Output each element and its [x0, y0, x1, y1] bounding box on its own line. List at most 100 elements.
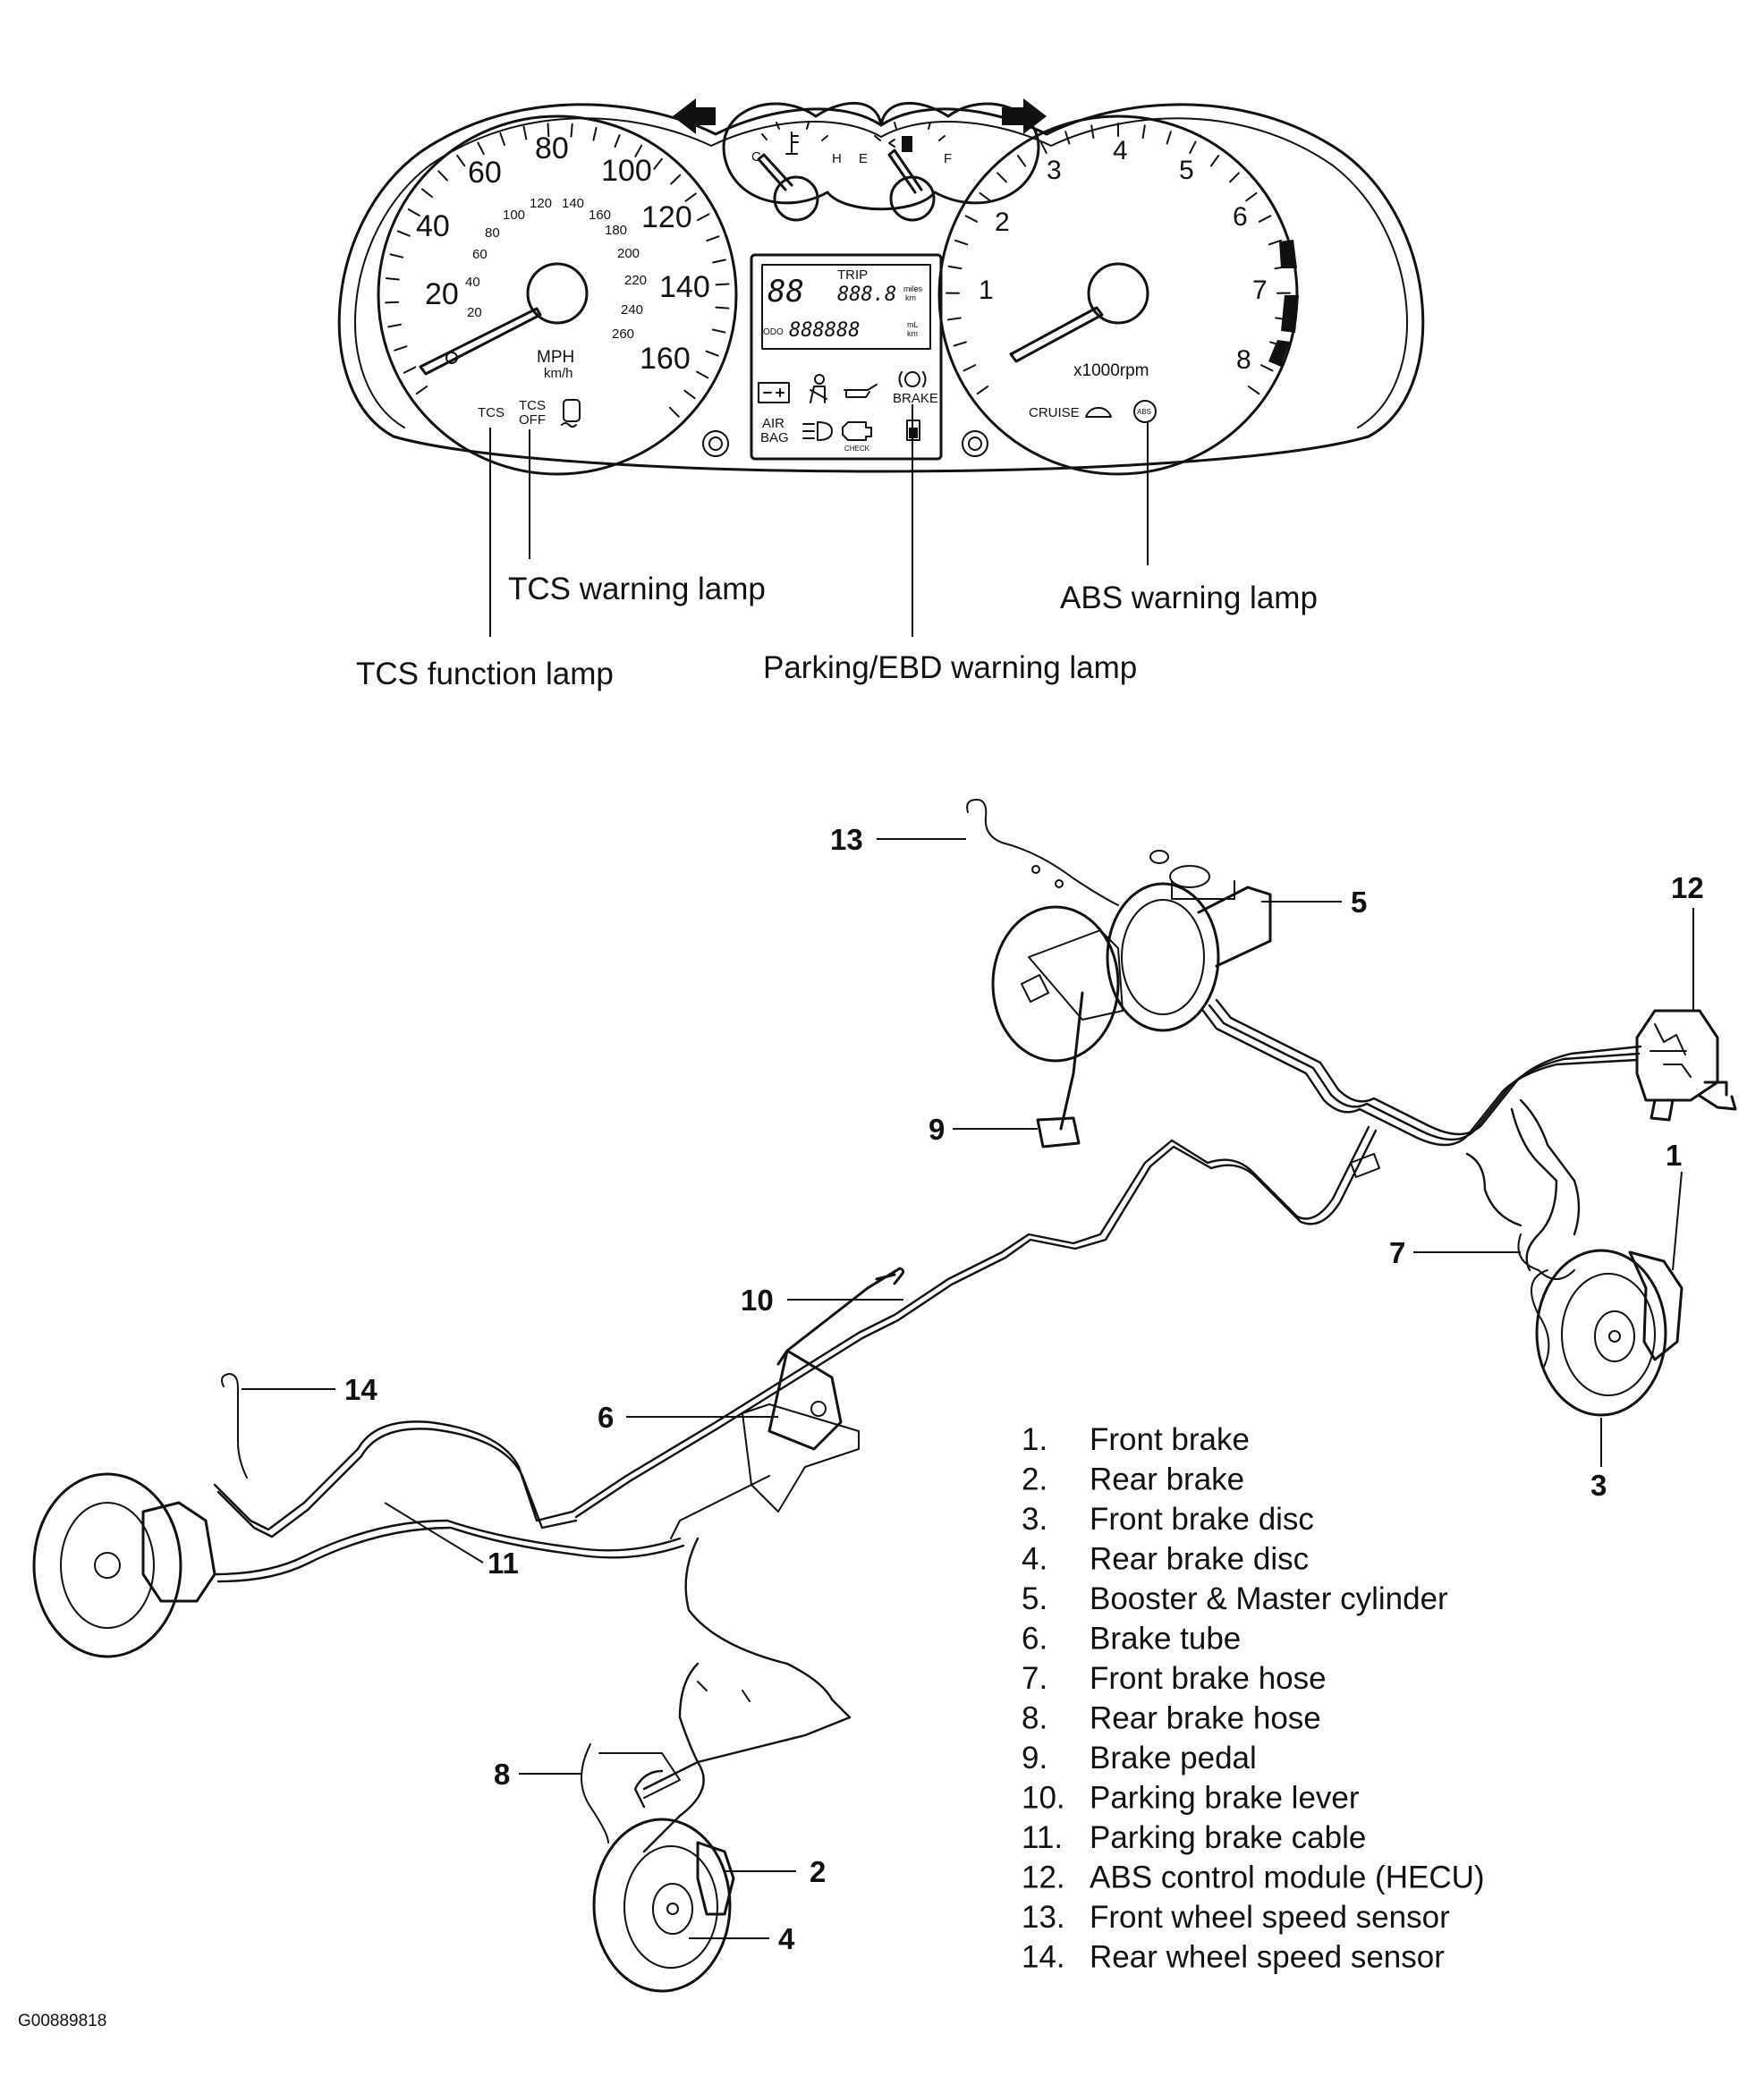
legend-number-3: 3. [1022, 1502, 1047, 1537]
part-number-10: 10 [741, 1284, 774, 1317]
kmh-label-60: 60 [472, 247, 488, 262]
legend-number-12: 12. [1022, 1860, 1065, 1895]
tachometer-unit: x1000rpm [1073, 361, 1149, 380]
airbag-lamp-text-1: AIR [762, 416, 784, 431]
front-hub [1595, 1311, 1634, 1361]
tach-label-5: 5 [1179, 156, 1194, 185]
front-brake-assembly [1519, 1234, 1683, 1415]
part-leaders [242, 839, 1693, 1938]
fuel-gauge-empty: E [859, 151, 868, 166]
abs-warning-label: ABS warning lamp [1060, 581, 1318, 615]
part-number-1: 1 [1666, 1139, 1682, 1172]
parking-ebd-label: Parking/EBD warning lamp [763, 650, 1137, 685]
hecu-body [1637, 1011, 1717, 1100]
mph-label-100: 100 [601, 154, 652, 188]
bezel-screw-right-inner [969, 437, 981, 450]
speedometer: 20 40 60 80 100 120 140 160 20 40 60 80 … [378, 116, 736, 474]
speedometer-mph-scale: 20 40 60 80 100 120 140 160 [416, 131, 710, 376]
legend-label-13: Front wheel speed sensor [1090, 1900, 1450, 1935]
speedo-tick-32 [670, 408, 679, 417]
temp-fuel-gauges: C H E F [724, 103, 1039, 220]
legend-number-11: 11. [1022, 1820, 1063, 1855]
parking-brake-lever [671, 1268, 903, 1538]
battery-warning-icon [759, 383, 789, 403]
bezel-screw-left-inner [709, 437, 722, 450]
abs-control-module [1637, 1011, 1735, 1120]
part-number-2: 2 [810, 1855, 826, 1888]
speedo-tick-14 [524, 127, 527, 140]
lcd-units-bottom2: km [907, 329, 918, 338]
tcs-off-lamp-text-1: TCS [519, 398, 546, 413]
speedo-tick-13 [500, 133, 505, 145]
legend-number-2: 2. [1022, 1462, 1047, 1497]
rear-left-disc [34, 1474, 181, 1657]
front-wheel-speed-sensor-wire [967, 800, 1118, 905]
mph-label-20: 20 [425, 277, 459, 311]
tach-label-6: 6 [1233, 202, 1248, 232]
speedo-tick-29 [707, 352, 718, 356]
tach-tick-27 [1261, 365, 1273, 370]
speedo-tick-0 [417, 386, 427, 394]
booster-master-cylinder [1107, 851, 1270, 1030]
legend-number-10: 10. [1022, 1781, 1065, 1816]
sensor-clip-2 [1056, 880, 1063, 887]
part-number-13: 13 [830, 823, 863, 856]
speedo-tick-25 [713, 259, 725, 262]
mph-label-120: 120 [641, 200, 692, 234]
tach-label-7: 7 [1252, 275, 1268, 305]
speedo-tick-10 [438, 171, 447, 180]
brake-system-layout [34, 800, 1735, 1991]
mph-label-40: 40 [416, 209, 450, 243]
legend-label-7: Front brake hose [1090, 1661, 1327, 1696]
lcd-odo-digits: 888888 [789, 319, 860, 342]
lcd-trip-digits: 888.8 [837, 284, 896, 306]
tach-label-4: 4 [1113, 136, 1128, 165]
temp-gauge-hot: H [832, 151, 842, 166]
kmh-label-120: 120 [530, 196, 552, 211]
part-number-3: 3 [1590, 1469, 1607, 1502]
coolant-temp-icon [786, 132, 798, 154]
temp-gauge-needle [759, 155, 792, 190]
legend-number-7: 7. [1022, 1661, 1047, 1696]
legend-label-10: Parking brake lever [1090, 1781, 1360, 1816]
kmh-label-220: 220 [624, 273, 647, 288]
bezel-screw-left [703, 431, 728, 456]
speedo-tick-21 [671, 175, 680, 184]
brake-pedal-assembly [993, 907, 1123, 1147]
speedo-tick-2 [394, 346, 406, 351]
legend-label-12: ABS control module (HECU) [1090, 1860, 1485, 1895]
speedometer-hub [528, 264, 587, 323]
legend-number-6: 6. [1022, 1622, 1047, 1657]
rear-left-hub [95, 1553, 120, 1578]
part-number-9: 9 [929, 1113, 945, 1146]
legend-label-6: Brake tube [1090, 1622, 1241, 1657]
tachometer: 1 2 3 4 5 6 7 8 x1000rpm CRUISE ABS [939, 116, 1299, 474]
kmh-label-140: 140 [562, 196, 584, 211]
tach-tick-28 [1249, 386, 1259, 394]
part-number-4: 4 [778, 1922, 795, 1955]
left-turn-signal-icon [673, 98, 716, 134]
tach-tick-8 [980, 193, 990, 200]
brake-booster [1107, 884, 1218, 1030]
speedo-tick-1 [404, 367, 415, 372]
legend-label-14: Rear wheel speed sensor [1090, 1940, 1445, 1975]
kmh-label-20: 20 [467, 305, 482, 320]
rear-knuckle [599, 1753, 680, 1798]
cable-clips [698, 1682, 750, 1701]
legend-label-5: Booster & Master cylinder [1090, 1581, 1448, 1616]
legend-number-13: 13. [1022, 1900, 1065, 1935]
fuel-pump-icon [889, 136, 912, 152]
tachometer-redzone [1268, 240, 1299, 367]
instrument-cluster: 20 40 60 80 100 120 140 160 20 40 60 80 … [339, 98, 1423, 474]
reservoir-cap [1170, 866, 1209, 887]
oil-pressure-icon [844, 385, 877, 397]
check-engine-icon [843, 422, 871, 440]
kmh-label-80: 80 [485, 225, 500, 241]
rear-hub [653, 1884, 692, 1934]
kmh-label-180: 180 [605, 223, 627, 238]
part-number-5: 5 [1351, 886, 1367, 919]
mph-label-80: 80 [535, 131, 569, 165]
tach-label-2: 2 [995, 208, 1010, 237]
